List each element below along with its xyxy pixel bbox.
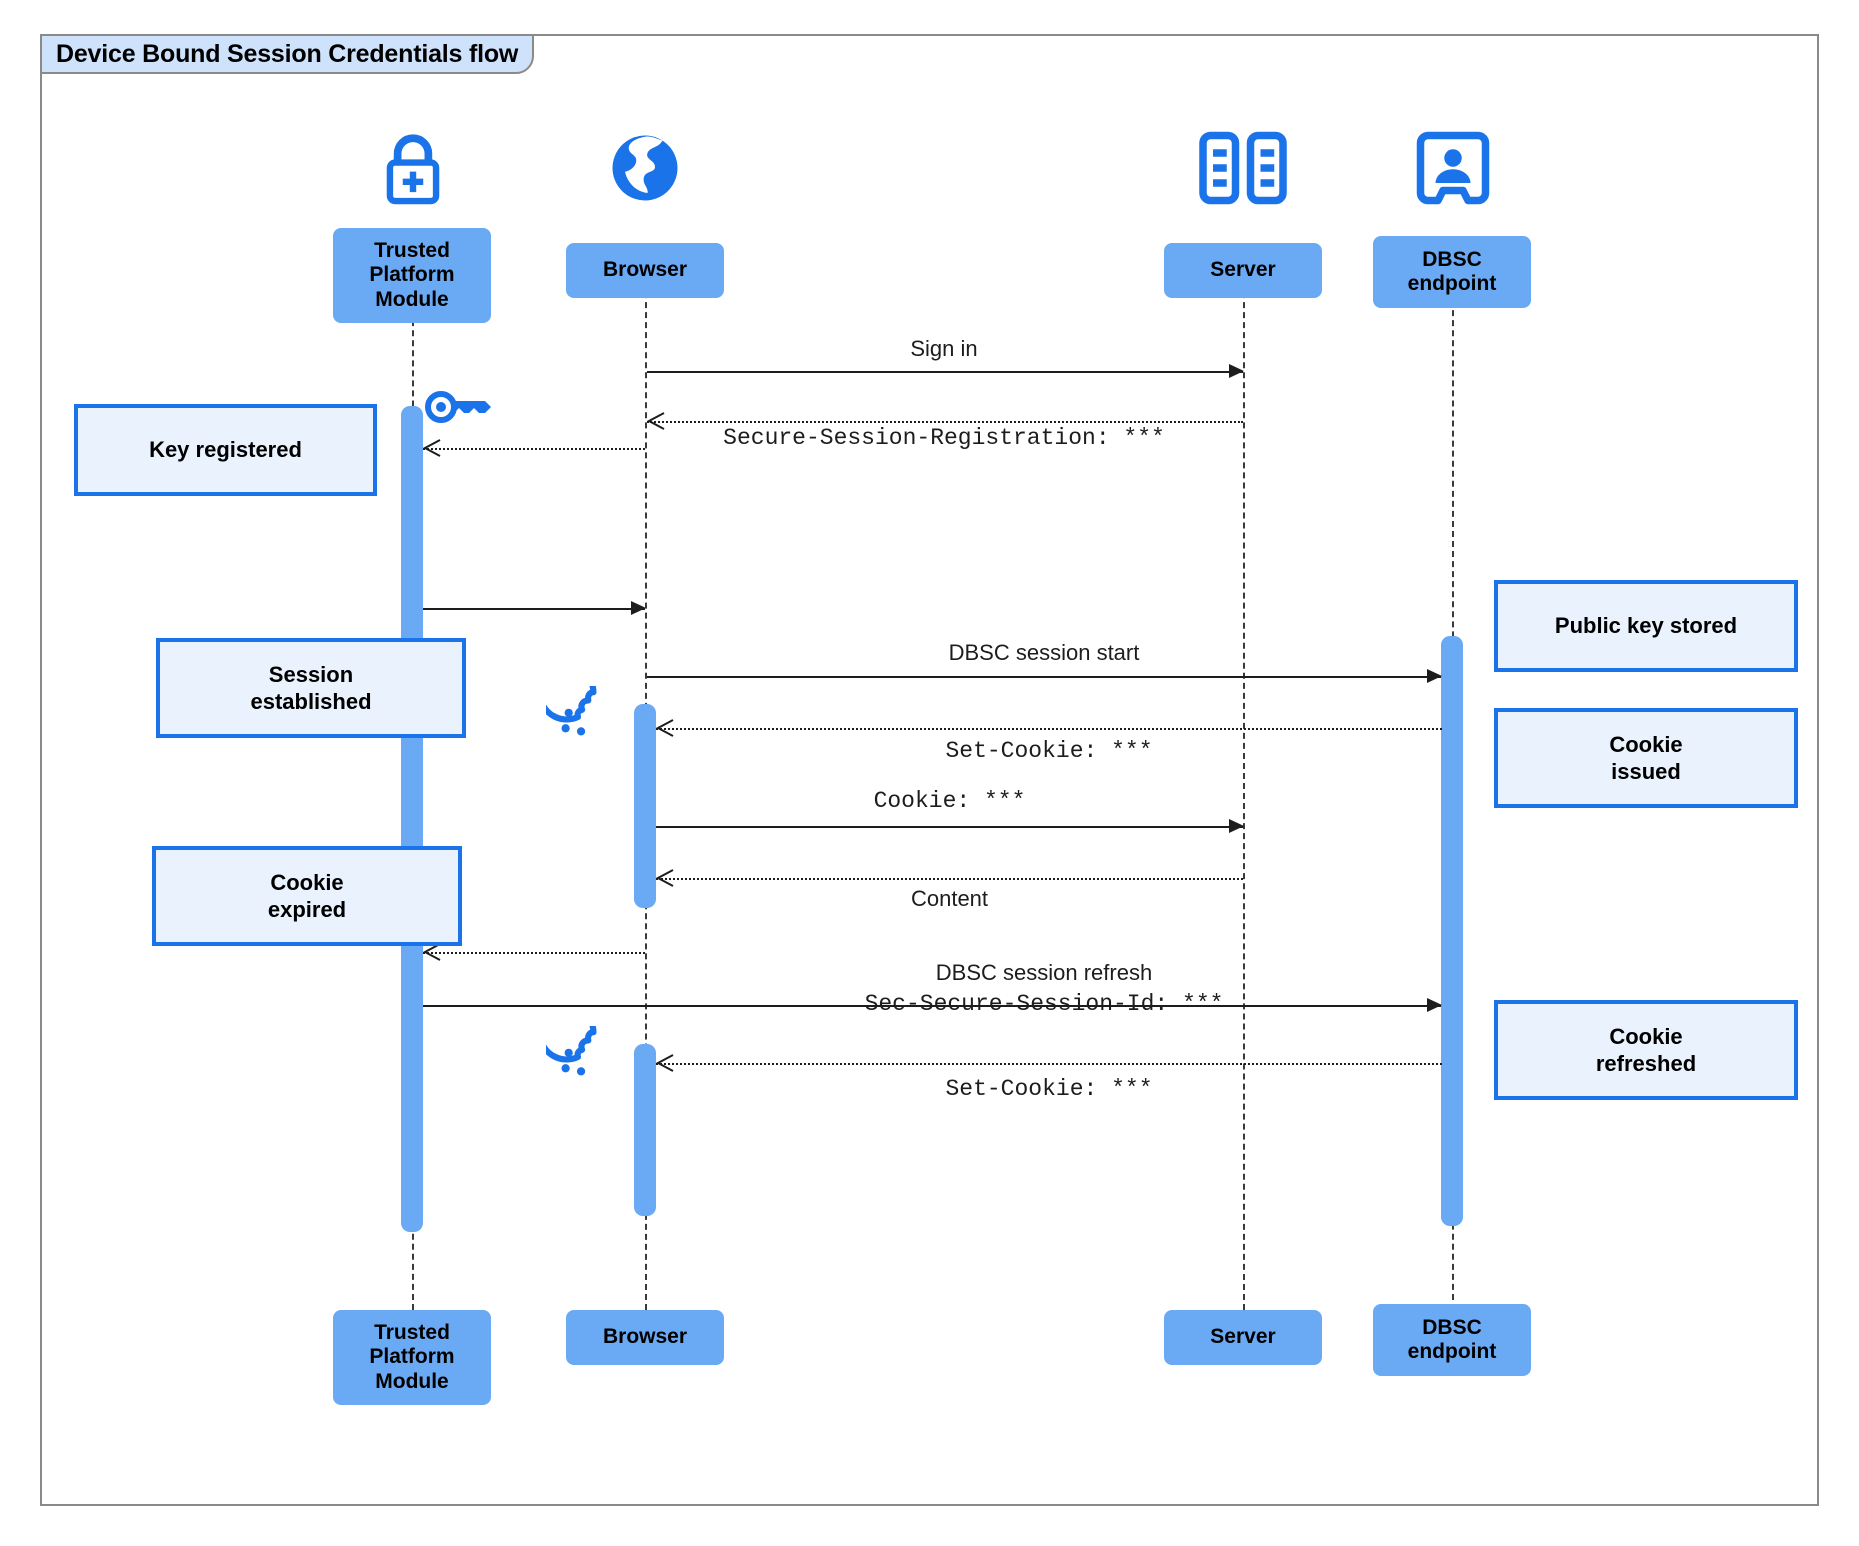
server-rack-icon (1198, 128, 1288, 208)
note-cookie-refreshed: Cookie refreshed (1494, 1000, 1798, 1100)
message-label-cookie: Cookie: *** (873, 788, 1026, 814)
globe-icon (605, 128, 685, 208)
participant-label: Server (1210, 1325, 1276, 1349)
note-public-key-stored: Public key stored (1494, 580, 1798, 672)
participant-label: DBSC endpoint (1407, 1315, 1497, 1363)
message-label-set-cookie-1: Set-Cookie: *** (945, 738, 1153, 764)
participant-dbsc[interactable]: DBSC endpoint (1373, 236, 1531, 308)
activation-bar-dbsc (1441, 636, 1463, 1226)
participant-label: Trusted Platform Module (369, 1320, 455, 1393)
note-key-registered: Key registered (74, 404, 377, 496)
participant-footer-dbsc[interactable]: DBSC endpoint (1373, 1304, 1531, 1376)
message-label-sign-in: Sign in (910, 336, 978, 361)
message-label-content: Content (910, 886, 989, 911)
participant-label: Browser (602, 258, 688, 282)
note-label: Cookie expired (267, 869, 347, 923)
message-label-dbsc-session-start: DBSC session start (948, 640, 1140, 665)
note-session-established: Session established (156, 638, 466, 738)
participant-label: DBSC endpoint (1407, 247, 1497, 295)
note-label: Cookie refreshed (1595, 1023, 1697, 1077)
cookie-icon (536, 1002, 612, 1092)
id-badge-icon (1415, 128, 1491, 208)
message-label-set-cookie-2: Set-Cookie: *** (945, 1076, 1153, 1102)
message-label-dbsc-session-refresh: DBSC session refresh (935, 960, 1153, 985)
page-title: Device Bound Session Credentials flow (56, 39, 519, 68)
key-icon (424, 382, 492, 432)
note-label: Cookie issued (1609, 731, 1683, 785)
lifeline-server (1243, 252, 1245, 1310)
lock-plus-icon (372, 128, 454, 210)
message-label-sec-secure-session-id: Sec-Secure-Session-Id: *** (864, 991, 1224, 1017)
participant-footer-browser[interactable]: Browser (566, 1310, 724, 1365)
participant-browser[interactable]: Browser (566, 243, 724, 298)
note-label: Public key stored (1554, 613, 1738, 639)
note-cookie-expired: Cookie expired (152, 846, 462, 946)
note-label: Key registered (149, 437, 302, 463)
message-label-secure-session-registration: Secure-Session-Registration: *** (723, 425, 1165, 451)
participant-label: Browser (602, 1325, 688, 1349)
note-cookie-issued: Cookie issued (1494, 708, 1798, 808)
activation-bar-browser-2 (634, 1044, 656, 1216)
participant-tpm[interactable]: Trusted Platform Module (333, 228, 491, 323)
participant-footer-tpm[interactable]: Trusted Platform Module (333, 1310, 491, 1405)
participant-label: Server (1210, 258, 1276, 282)
activation-bar-tpm (401, 406, 423, 1232)
participant-label: Trusted Platform Module (369, 238, 455, 311)
diagram-title-tab: Device Bound Session Credentials flow (40, 34, 535, 74)
participant-server[interactable]: Server (1164, 243, 1322, 298)
note-label: Session established (250, 661, 372, 715)
participant-footer-server[interactable]: Server (1164, 1310, 1322, 1365)
activation-bar-browser-1 (634, 704, 656, 908)
cookie-icon (536, 662, 612, 752)
